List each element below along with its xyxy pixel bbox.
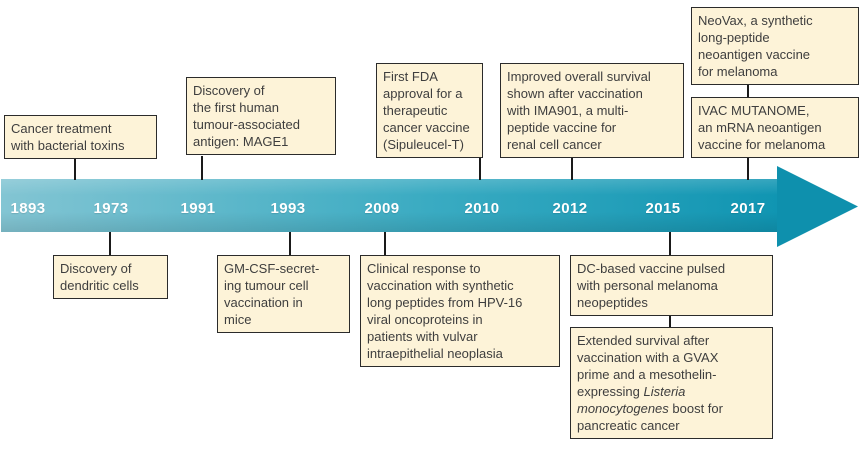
event-box-dendritic-cells: Discovery of dendritic cells bbox=[53, 255, 168, 299]
year-label-1991: 1991 bbox=[180, 200, 216, 217]
event-box-gmcsf: GM-CSF-secret- ing tumour cell vaccinati… bbox=[217, 255, 350, 333]
connector-2017 bbox=[747, 158, 749, 180]
event-box-ima901: Improved overall survival shown after va… bbox=[500, 63, 684, 158]
event-box-dc-vaccine: DC-based vaccine pulsed with personal me… bbox=[570, 255, 773, 316]
connector-dc-gvax bbox=[669, 316, 671, 328]
event-box-fda-approval: First FDA approval for a therapeutic can… bbox=[376, 63, 483, 158]
connector-neovax-ivac bbox=[747, 85, 749, 99]
event-box-cancer-treatment: Cancer treatment with bacterial toxins bbox=[4, 115, 157, 159]
connector-1993 bbox=[289, 232, 291, 255]
event-box-ivac-mutanome: IVAC MUTANOME, an mRNA neoantigen vaccin… bbox=[691, 97, 859, 158]
event-box-hpv16: Clinical response to vaccination with sy… bbox=[360, 255, 560, 367]
connector-2010 bbox=[479, 158, 481, 180]
connector-2012 bbox=[571, 158, 573, 180]
event-box-mage1: Discovery of the first human tumour-asso… bbox=[186, 77, 336, 155]
year-label-1893: 1893 bbox=[10, 200, 46, 217]
year-label-2009: 2009 bbox=[364, 200, 400, 217]
connector-2015 bbox=[669, 232, 671, 255]
connector-1991 bbox=[201, 156, 203, 180]
event-text: boost for pancreatic cancer bbox=[577, 401, 723, 433]
connector-1973 bbox=[109, 232, 111, 255]
year-label-2010: 2010 bbox=[464, 200, 500, 217]
timeline-arrowhead-icon bbox=[777, 166, 858, 247]
event-text-italic: Listeria monocytogenes bbox=[577, 384, 686, 416]
year-label-2015: 2015 bbox=[645, 200, 681, 217]
timeline-arrow-band bbox=[1, 179, 778, 232]
event-box-gvax-listeria: Extended survival after vaccination with… bbox=[570, 327, 773, 439]
event-box-neovax: NeoVax, a synthetic long-peptide neoanti… bbox=[691, 7, 859, 85]
connector-2009 bbox=[384, 232, 386, 255]
event-text: Extended survival after vaccination with… bbox=[577, 333, 719, 399]
year-label-1993: 1993 bbox=[270, 200, 306, 217]
connector-1893 bbox=[74, 159, 76, 180]
year-label-1973: 1973 bbox=[93, 200, 129, 217]
year-label-2017: 2017 bbox=[730, 200, 766, 217]
year-label-2012: 2012 bbox=[552, 200, 588, 217]
